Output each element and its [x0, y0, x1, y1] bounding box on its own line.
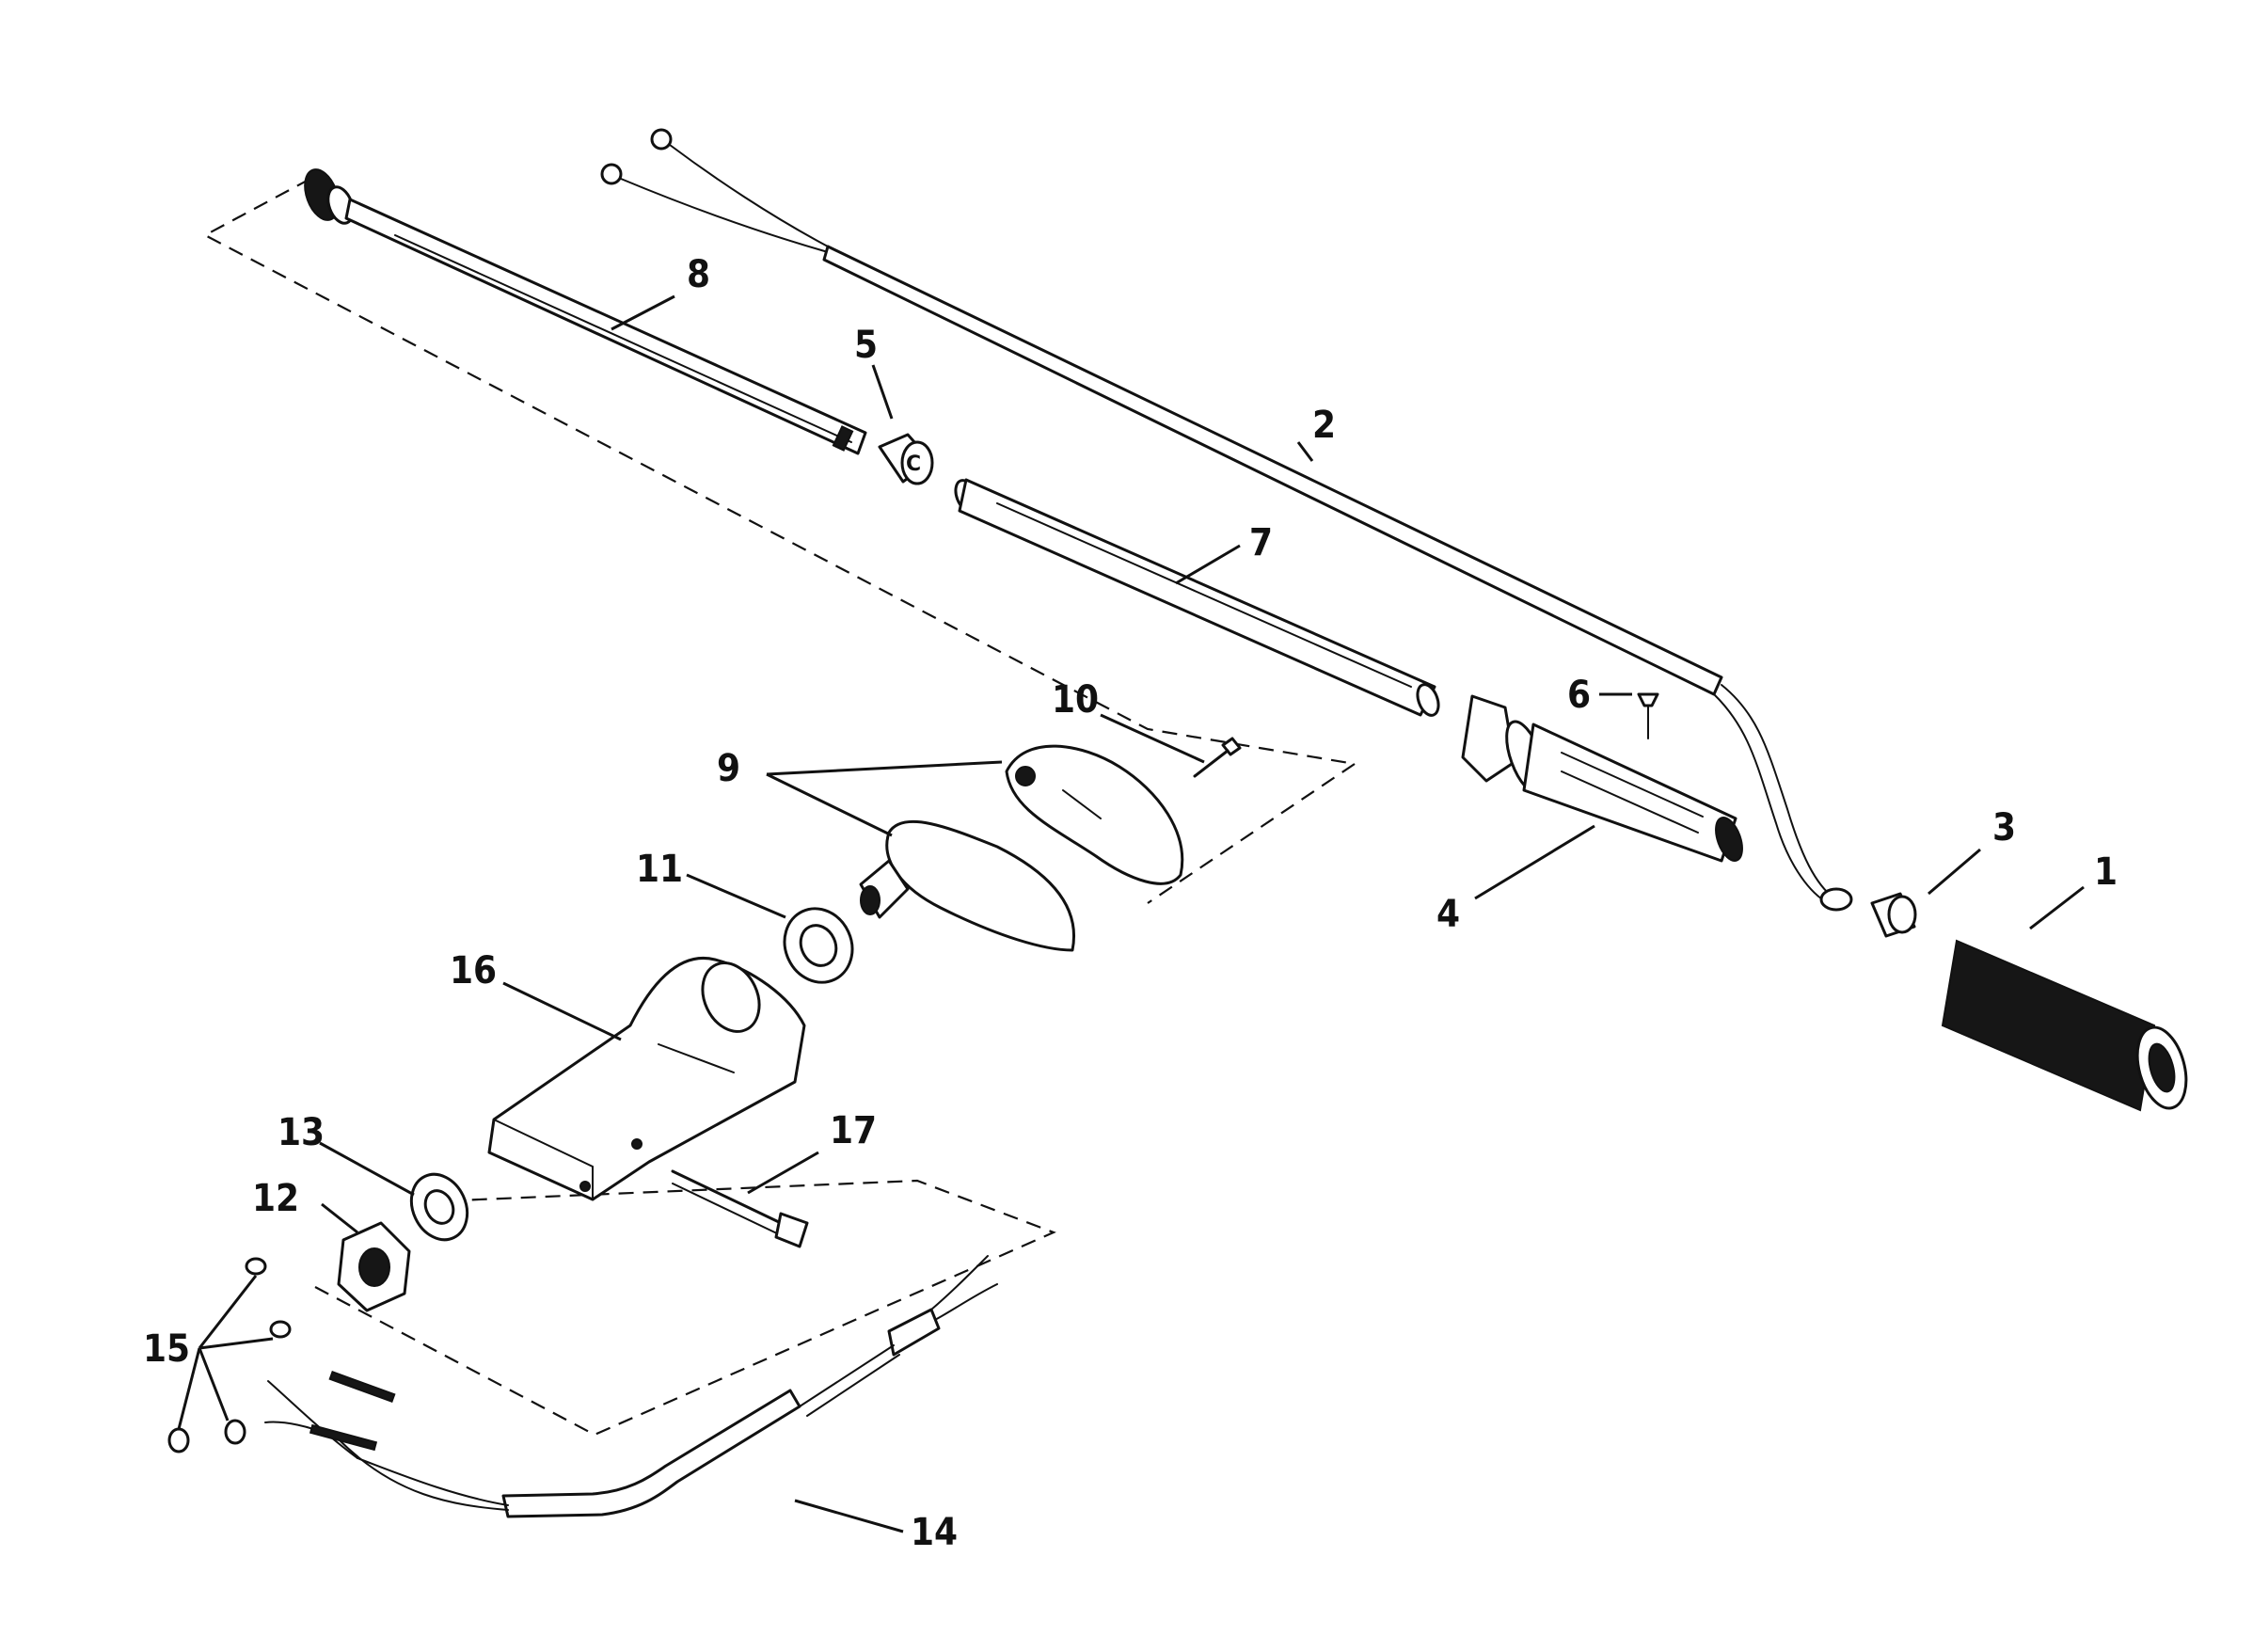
label-part-2: 2: [1312, 404, 1336, 447]
label-part-15: 15: [143, 1327, 190, 1371]
housing-9: [859, 744, 1184, 952]
label-part-12: 12: [252, 1177, 299, 1220]
label-part-6: 6: [1567, 674, 1591, 717]
bushing-5: C: [878, 433, 934, 485]
label-part-7: 7: [1249, 521, 1273, 564]
label-part-5: 5: [854, 324, 878, 367]
label-part-9: 9: [717, 747, 740, 790]
label-part-4: 4: [1436, 893, 1460, 936]
label-part-11: 11: [636, 848, 683, 891]
ferrule-3: [1870, 892, 1917, 938]
bolt-10: [1193, 737, 1242, 778]
label-part-8: 8: [687, 253, 710, 296]
cable-14: [264, 1255, 998, 1518]
svg-text:C: C: [906, 453, 921, 476]
washer-13: [409, 1172, 469, 1242]
grip-sleeve-4: [1461, 694, 1743, 863]
label-part-17: 17: [830, 1109, 877, 1152]
washer-11: [783, 907, 854, 984]
tube-7: [954, 478, 1440, 717]
label-part-14: 14: [911, 1511, 958, 1554]
shaft-8: [304, 168, 867, 455]
nuts-15: [167, 1257, 292, 1453]
handle-grip-1: [1941, 939, 2188, 1112]
label-part-16: 16: [450, 949, 497, 993]
part-labels: 1 2 3 4 5 6 7 8 9 10 11 12 13 14 15 16 1…: [143, 253, 2118, 1554]
bracket-16: [487, 957, 806, 1201]
label-part-3: 3: [1992, 806, 2016, 850]
assembly-outline-upper: [202, 178, 1356, 904]
cable-2: [600, 128, 1853, 912]
screw-6: [1637, 692, 1659, 739]
leader-lines: [177, 294, 2085, 1533]
label-part-1: 1: [2094, 850, 2118, 894]
label-part-10: 10: [1052, 678, 1099, 722]
bolt-17: [671, 1169, 809, 1248]
label-part-13: 13: [278, 1111, 325, 1154]
assembly-outline-lower: [314, 1179, 1056, 1437]
nut-12: [337, 1221, 411, 1312]
